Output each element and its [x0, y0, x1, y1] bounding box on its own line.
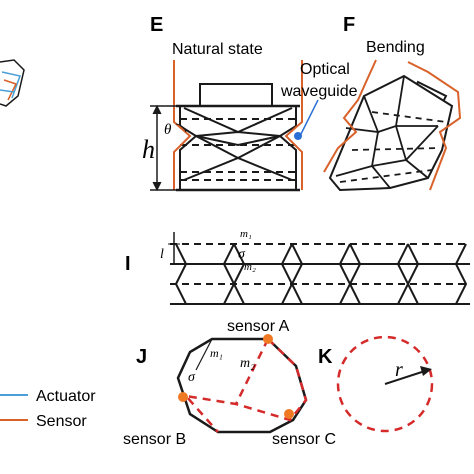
panel-k: K r — [318, 335, 434, 433]
e-fold-pattern — [183, 107, 293, 181]
sensor-a-dot — [263, 334, 273, 344]
e-height-symbol: h — [142, 135, 155, 164]
f-sensor-left — [323, 59, 377, 173]
k-dashed-circle — [336, 335, 434, 433]
i-hexagon-pattern — [174, 243, 468, 305]
panel-f-title: Bending — [366, 39, 425, 56]
e-top-block — [199, 83, 273, 107]
f-sensor-right — [407, 61, 462, 191]
panel-j: J sensor A m₁ m₂ σ sensor B sensor C — [123, 318, 336, 448]
panel-j-label: J — [136, 346, 147, 368]
waveguide-dot — [294, 132, 302, 140]
i-m1-label: m₁ — [240, 228, 252, 240]
legend-actuator-label: Actuator — [36, 388, 96, 405]
k-arrow-head — [420, 366, 432, 376]
k-radius-arrow — [384, 369, 429, 385]
sensor-c-label: sensor C — [272, 431, 336, 448]
i-dashed-rails — [170, 243, 470, 285]
sensor-a-label: sensor A — [227, 318, 290, 335]
panel-f: F Bending — [323, 14, 462, 192]
waveguide-label-line2: waveguide — [280, 83, 358, 100]
cropped-device-remnant — [0, 59, 25, 107]
panel-i-label: I — [125, 253, 131, 275]
legend: Actuator Sensor — [0, 388, 96, 430]
sensor-c-dot — [284, 409, 294, 419]
f-dashed-layers — [339, 111, 447, 183]
i-sigma-label: σ — [238, 247, 246, 262]
panel-e-title: Natural state — [172, 41, 263, 58]
j-dashed-path — [182, 338, 308, 433]
e-sensor-right — [284, 60, 303, 190]
j-m1-label: m₁ — [210, 346, 223, 360]
e-dashed-layers — [180, 118, 296, 181]
panel-e: E Natural state — [142, 14, 319, 192]
j-m2-label: m₂ — [240, 356, 255, 371]
waveguide-pointer-line — [299, 99, 319, 137]
panel-f-label: F — [343, 14, 355, 36]
j-polygon — [176, 337, 308, 434]
waveguide-label-line1: Optical — [300, 61, 350, 78]
j-sigma-label: σ — [188, 370, 196, 385]
sensor-b-label: sensor B — [123, 431, 186, 448]
panel-k-label: K — [318, 346, 333, 368]
k-radius-symbol: r — [395, 359, 403, 381]
panel-i: I l m₁ σ m₂ — [125, 228, 470, 305]
f-fold-pattern — [335, 75, 439, 189]
e-sensor-left — [173, 60, 192, 190]
panel-e-label: E — [150, 14, 163, 36]
e-angle-symbol: θ — [164, 122, 172, 138]
sensor-b-dot — [178, 392, 188, 402]
legend-sensor-label: Sensor — [36, 413, 87, 430]
i-l-symbol: l — [160, 247, 164, 262]
i-m2-label: m₂ — [244, 261, 256, 273]
